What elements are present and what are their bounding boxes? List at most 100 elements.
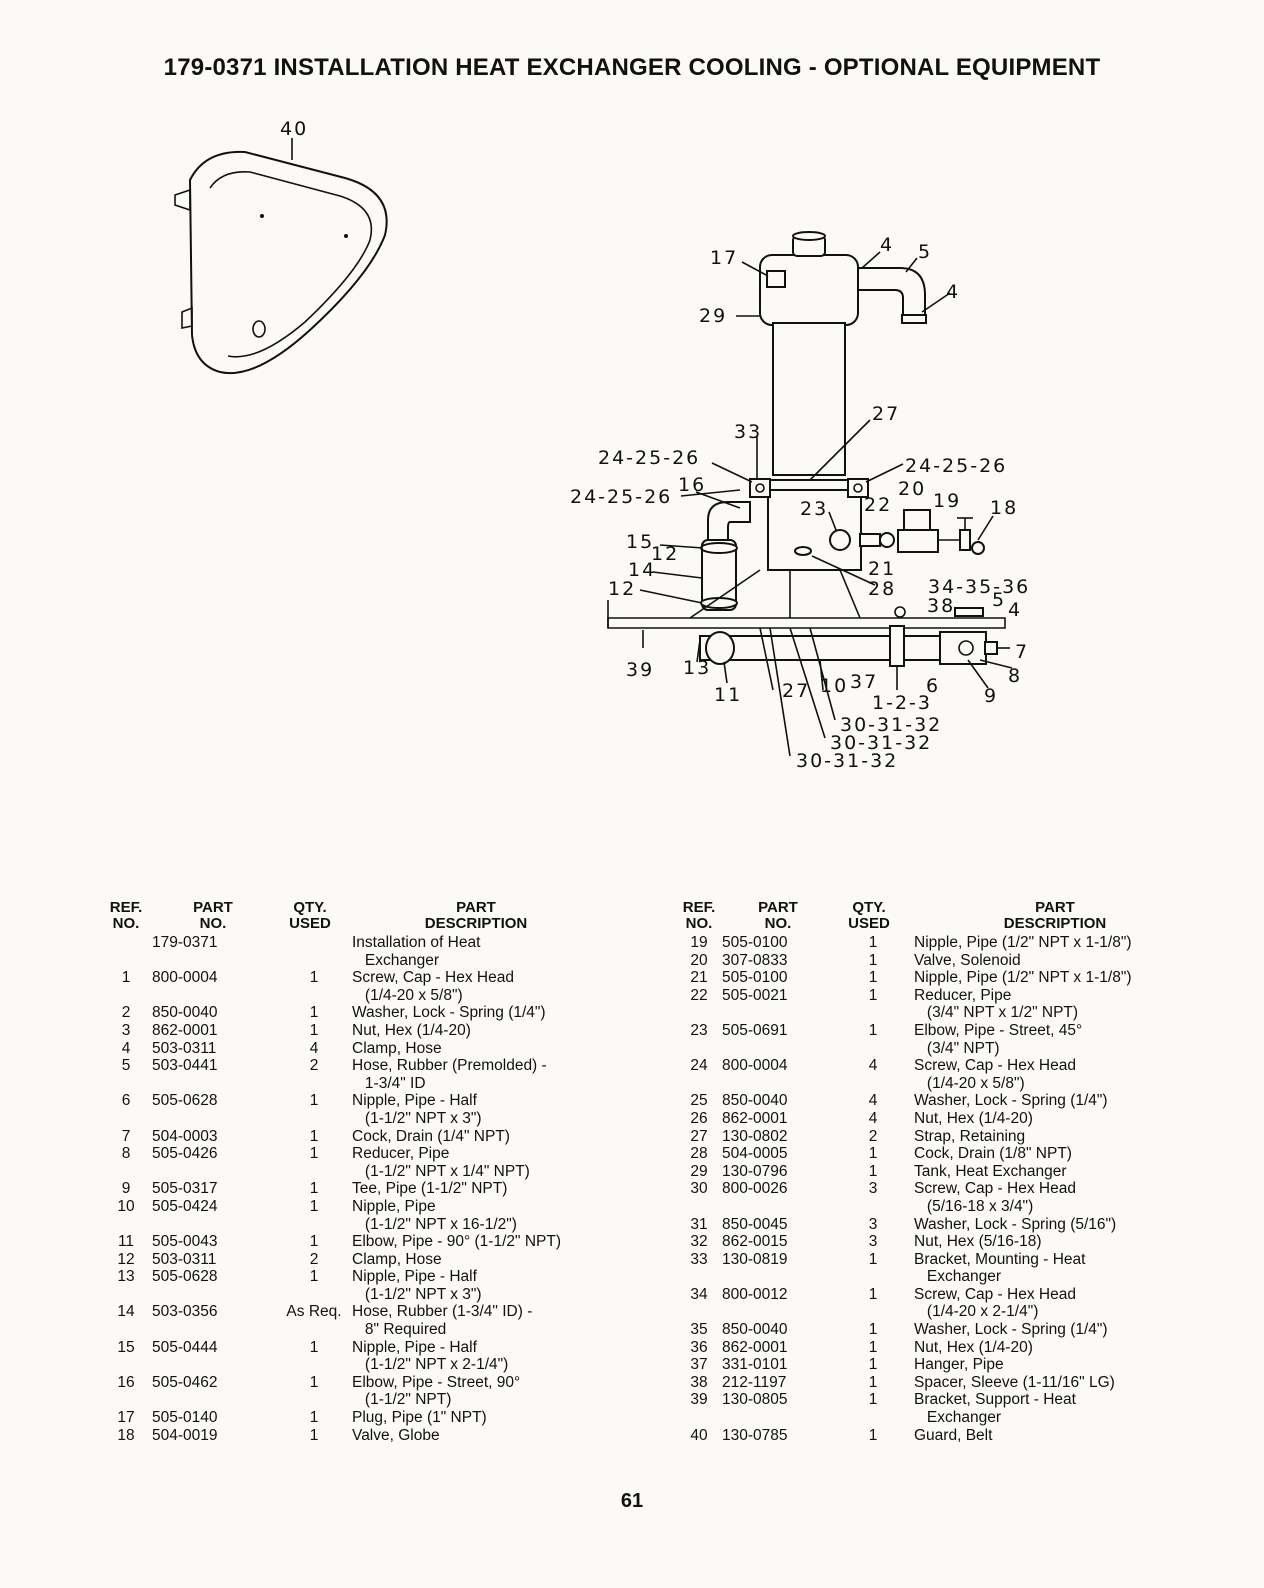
part-number-cell: 800-0026 xyxy=(722,1180,788,1198)
description-cell: Clamp, Hose xyxy=(352,1039,442,1057)
header-ref: REF. NO. xyxy=(682,899,716,932)
qty-cell: 1 xyxy=(868,1162,878,1180)
callout-21: 21 xyxy=(868,558,896,580)
ref-cell: 15 xyxy=(117,1338,135,1356)
callout-5: 5 xyxy=(918,241,932,263)
qty-cell: 1 xyxy=(309,1145,319,1163)
part-number-cell: 212-1197 xyxy=(722,1373,787,1391)
header-qty: QTY. USED xyxy=(848,899,890,932)
description-cell: Nipple, Pipe (1/2" NPT x 1-1/8") xyxy=(914,969,1132,987)
callout-29: 29 xyxy=(699,305,727,327)
header-desc: PART DESCRIPTION xyxy=(1003,899,1107,932)
callout-16: 16 xyxy=(678,474,706,496)
ref-cell: 37 xyxy=(690,1356,708,1374)
part-number-cell: 505-0691 xyxy=(722,1021,788,1039)
part-number-cell: 130-0785 xyxy=(722,1426,788,1444)
part-number-cell: 307-0833 xyxy=(722,951,788,969)
ref-cell: 6 xyxy=(121,1092,131,1110)
part-number-cell: 503-0356 xyxy=(152,1303,218,1321)
ref-cell: 1 xyxy=(121,969,131,987)
callout-17: 17 xyxy=(710,247,738,269)
ref-cell: 20 xyxy=(690,951,708,969)
ref-cell: 26 xyxy=(690,1109,708,1127)
callout-27: 27 xyxy=(872,403,900,425)
part-number-cell: 503-0311 xyxy=(152,1250,217,1268)
qty-cell: 1 xyxy=(868,1391,878,1409)
page-number: 61 xyxy=(620,1490,644,1512)
description-cell: Reducer, Pipe (3/4" NPT x 1/2" NPT) xyxy=(914,986,1079,1022)
ref-cell: 5 xyxy=(121,1057,131,1075)
ref-cell: 25 xyxy=(690,1092,708,1110)
qty-cell: 1 xyxy=(868,969,878,987)
qty-cell: 4 xyxy=(868,1057,878,1075)
exploded-diagram: 40 xyxy=(174,118,1030,772)
description-cell: Elbow, Pipe - Street, 45° (3/4" NPT) xyxy=(914,1021,1083,1057)
ref-cell: 32 xyxy=(690,1233,708,1251)
part-number-cell: 505-0424 xyxy=(152,1197,218,1215)
belt-guard-drawing xyxy=(174,138,388,374)
parts-table-right: REF. NO. PART NO. QTY. USED PART DESCRIP… xyxy=(680,892,1200,1444)
callout-15: 15 xyxy=(626,531,654,553)
qty-cell: 1 xyxy=(868,1321,878,1339)
description-cell: Nipple, Pipe - Half (1-1/2" NPT x 3") xyxy=(352,1268,482,1303)
part-number-cell: 505-0317 xyxy=(152,1180,218,1198)
part-number-cell: 130-0796 xyxy=(722,1162,788,1180)
callout-30-31-32: 30-31-32 xyxy=(796,750,898,772)
description-cell: Nipple, Pipe (1/2" NPT x 1-1/8") xyxy=(914,934,1132,951)
part-number-cell: 862-0015 xyxy=(722,1233,788,1251)
qty-cell: 1 xyxy=(868,1338,878,1356)
part-number-cell: 179-0371 xyxy=(152,934,218,951)
description-cell: Screw, Cap - Hex Head (1/4-20 x 5/8") xyxy=(352,969,514,1004)
qty-cell: 1 xyxy=(868,934,878,951)
description-cell: Cock, Drain (1/4" NPT) xyxy=(352,1127,510,1145)
part-number-cell: 505-0100 xyxy=(722,969,788,987)
part-number-cell: 505-0100 xyxy=(722,934,788,951)
part-number-cell: 505-0140 xyxy=(152,1409,218,1427)
qty-cell: 4 xyxy=(868,1092,878,1110)
callout-18: 18 xyxy=(990,497,1018,519)
part-number-cell: 862-0001 xyxy=(722,1338,788,1356)
ref-cell: 22 xyxy=(690,986,708,1004)
description-cell: Cock, Drain (1/8" NPT) xyxy=(914,1145,1072,1163)
qty-cell: 1 xyxy=(868,1145,878,1163)
ref-cell: 13 xyxy=(117,1268,135,1286)
ref-cell: 8 xyxy=(121,1145,131,1163)
description-cell: Washer, Lock - Spring (1/4") xyxy=(914,1321,1108,1339)
description-cell: Washer, Lock - Spring (1/4") xyxy=(914,1092,1108,1110)
part-number-cell: 850-0040 xyxy=(722,1321,788,1339)
callout-39: 39 xyxy=(626,659,654,681)
description-cell: Elbow, Pipe - Street, 90° (1-1/2" NPT) xyxy=(352,1373,521,1409)
qty-cell: 1 xyxy=(309,1409,319,1427)
qty-cell: 3 xyxy=(868,1233,878,1251)
callout-30-31-32: 30-31-32 xyxy=(840,714,942,736)
description-cell: Hose, Rubber (Premolded) - 1-3/4" ID xyxy=(352,1057,547,1092)
callout-34-35-36: 34-35-36 xyxy=(928,576,1030,598)
ref-cell: 4 xyxy=(121,1039,131,1057)
callout-22: 22 xyxy=(864,494,892,516)
description-cell: Hanger, Pipe xyxy=(914,1356,1004,1374)
part-number-cell: 862-0001 xyxy=(152,1021,218,1039)
qty-cell: 1 xyxy=(309,1092,319,1110)
qty-cell: 1 xyxy=(868,1250,878,1268)
part-number-cell: 800-0004 xyxy=(152,969,218,987)
part-number-cell: 862-0001 xyxy=(722,1109,788,1127)
qty-cell: 3 xyxy=(868,1215,878,1233)
description-cell: Screw, Cap - Hex Head (1/4-20 x 2-1/4") xyxy=(914,1285,1076,1321)
part-number-cell: 130-0802 xyxy=(722,1127,788,1145)
part-number-cell: 800-0012 xyxy=(722,1285,788,1303)
part-number-cell: 505-0043 xyxy=(152,1233,218,1251)
description-cell: Installation of Heat Exchanger xyxy=(352,934,481,969)
